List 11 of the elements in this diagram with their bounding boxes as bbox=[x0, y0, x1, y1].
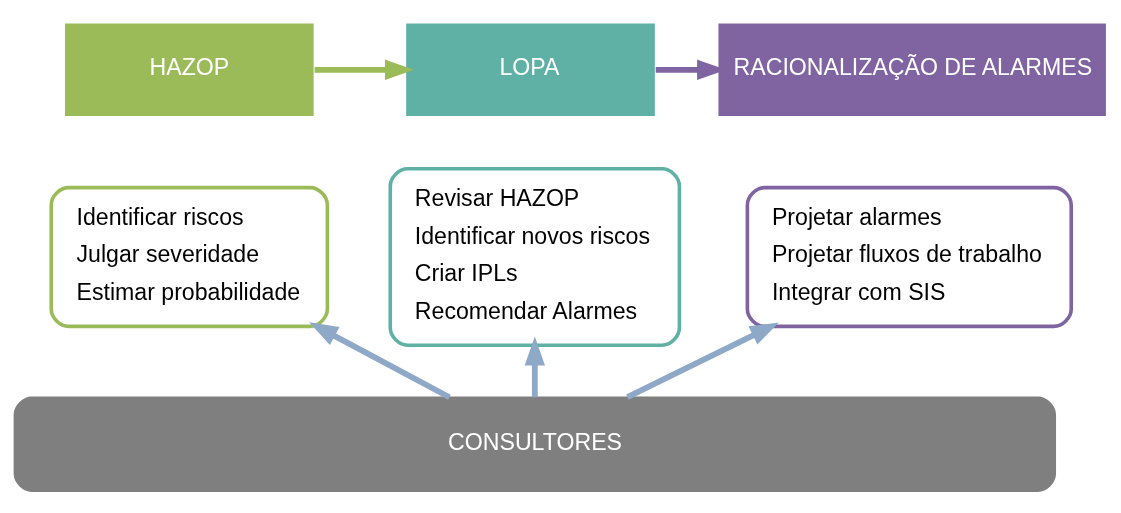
node-box: Projetar alarmes Projetar fluxos de trabalho Integrar com SIS bbox=[745, 185, 1074, 328]
node-box: CONSULTORES bbox=[13, 396, 1057, 492]
node-box: Revisar HAZOP Identificar novos riscos Criar IPLs Recomendar Alarmes bbox=[388, 166, 682, 347]
arrow bbox=[626, 322, 779, 400]
arrow bbox=[314, 59, 414, 80]
node-box: RACIONALIZAÇÃO DE ALARMES bbox=[717, 21, 1108, 117]
node-box: HAZOP bbox=[63, 21, 316, 117]
arrow bbox=[309, 321, 451, 400]
node-box: LOPA bbox=[404, 21, 657, 117]
node-box: Identificar riscos Julgar severidade Estimar probabilidade bbox=[49, 185, 330, 328]
arrow bbox=[524, 335, 545, 397]
